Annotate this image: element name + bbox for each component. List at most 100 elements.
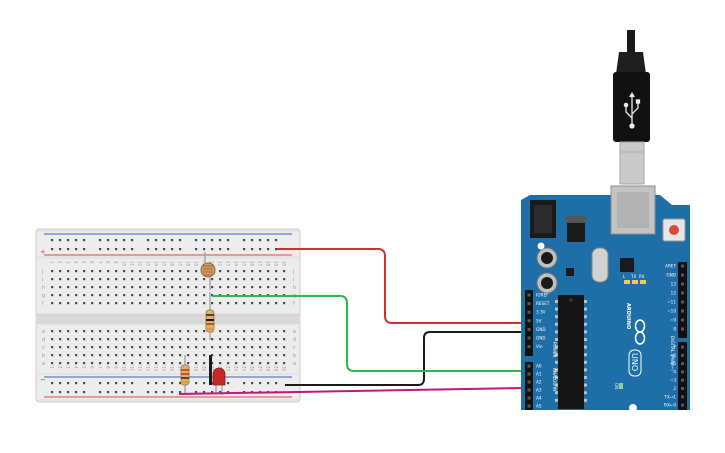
terminal-hole[interactable] <box>259 354 262 357</box>
terminal-hole[interactable] <box>187 354 190 357</box>
rail-hole[interactable] <box>179 391 182 394</box>
rail-hole[interactable] <box>195 382 198 385</box>
terminal-hole[interactable] <box>251 330 254 333</box>
terminal-hole[interactable] <box>147 302 150 305</box>
header-pin[interactable] <box>681 362 684 366</box>
terminal-hole[interactable] <box>283 346 286 349</box>
terminal-hole[interactable] <box>115 330 118 333</box>
terminal-hole[interactable] <box>139 286 142 289</box>
terminal-hole[interactable] <box>139 278 142 281</box>
terminal-hole[interactable] <box>219 286 222 289</box>
terminal-hole[interactable] <box>59 286 62 289</box>
header-pin[interactable] <box>681 345 684 349</box>
rail-hole[interactable] <box>59 391 62 394</box>
terminal-hole[interactable] <box>227 330 230 333</box>
terminal-hole[interactable] <box>123 346 126 349</box>
rail-hole[interactable] <box>123 382 126 385</box>
terminal-hole[interactable] <box>203 286 206 289</box>
terminal-hole[interactable] <box>251 278 254 281</box>
terminal-hole[interactable] <box>123 362 126 365</box>
rail-hole[interactable] <box>131 382 134 385</box>
terminal-hole[interactable] <box>251 346 254 349</box>
terminal-hole[interactable] <box>235 286 238 289</box>
terminal-hole[interactable] <box>123 354 126 357</box>
terminal-hole[interactable] <box>115 346 118 349</box>
rail-hole[interactable] <box>75 382 78 385</box>
header-pin[interactable] <box>681 353 684 357</box>
terminal-hole[interactable] <box>227 302 230 305</box>
terminal-hole[interactable] <box>179 354 182 357</box>
terminal-hole[interactable] <box>251 362 254 365</box>
terminal-hole[interactable] <box>267 354 270 357</box>
terminal-hole[interactable] <box>91 362 94 365</box>
rail-hole[interactable] <box>99 248 102 251</box>
terminal-hole[interactable] <box>115 338 118 341</box>
terminal-hole[interactable] <box>67 270 70 273</box>
led-body[interactable] <box>212 367 226 386</box>
terminal-hole[interactable] <box>283 302 286 305</box>
terminal-hole[interactable] <box>275 346 278 349</box>
terminal-hole[interactable] <box>131 302 134 305</box>
terminal-hole[interactable] <box>91 338 94 341</box>
terminal-hole[interactable] <box>83 338 86 341</box>
terminal-hole[interactable] <box>219 302 222 305</box>
rail-hole[interactable] <box>163 382 166 385</box>
header-pin[interactable] <box>681 327 684 331</box>
terminal-hole[interactable] <box>155 270 158 273</box>
terminal-hole[interactable] <box>51 278 54 281</box>
rail-hole[interactable] <box>195 239 198 242</box>
terminal-hole[interactable] <box>163 302 166 305</box>
terminal-hole[interactable] <box>235 270 238 273</box>
terminal-hole[interactable] <box>51 346 54 349</box>
rail-hole[interactable] <box>227 239 230 242</box>
terminal-hole[interactable] <box>163 278 166 281</box>
terminal-hole[interactable] <box>195 302 198 305</box>
rail-hole[interactable] <box>51 239 54 242</box>
jumper-black-short[interactable] <box>209 355 212 385</box>
terminal-hole[interactable] <box>195 330 198 333</box>
header-pin[interactable] <box>681 309 684 313</box>
terminal-hole[interactable] <box>75 286 78 289</box>
terminal-hole[interactable] <box>75 278 78 281</box>
terminal-hole[interactable] <box>179 294 182 297</box>
rail-hole[interactable] <box>123 239 126 242</box>
terminal-hole[interactable] <box>179 270 182 273</box>
terminal-hole[interactable] <box>283 354 286 357</box>
terminal-hole[interactable] <box>195 338 198 341</box>
rail-hole[interactable] <box>75 248 78 251</box>
terminal-hole[interactable] <box>187 362 190 365</box>
terminal-hole[interactable] <box>107 362 110 365</box>
terminal-hole[interactable] <box>179 302 182 305</box>
terminal-hole[interactable] <box>91 330 94 333</box>
terminal-hole[interactable] <box>99 330 102 333</box>
terminal-hole[interactable] <box>235 278 238 281</box>
terminal-hole[interactable] <box>259 286 262 289</box>
rail-hole[interactable] <box>59 382 62 385</box>
terminal-hole[interactable] <box>75 362 78 365</box>
terminal-hole[interactable] <box>155 354 158 357</box>
terminal-hole[interactable] <box>251 302 254 305</box>
terminal-hole[interactable] <box>75 346 78 349</box>
terminal-hole[interactable] <box>163 270 166 273</box>
rail-hole[interactable] <box>115 391 118 394</box>
terminal-hole[interactable] <box>123 286 126 289</box>
terminal-hole[interactable] <box>107 346 110 349</box>
header-pin[interactable] <box>527 388 531 392</box>
terminal-hole[interactable] <box>251 354 254 357</box>
terminal-hole[interactable] <box>67 278 70 281</box>
terminal-hole[interactable] <box>51 302 54 305</box>
rail-hole[interactable] <box>163 248 166 251</box>
rail-hole[interactable] <box>155 248 158 251</box>
terminal-hole[interactable] <box>99 278 102 281</box>
terminal-hole[interactable] <box>195 286 198 289</box>
terminal-hole[interactable] <box>243 286 246 289</box>
terminal-hole[interactable] <box>243 278 246 281</box>
terminal-hole[interactable] <box>99 294 102 297</box>
terminal-hole[interactable] <box>51 270 54 273</box>
rail-hole[interactable] <box>115 382 118 385</box>
terminal-hole[interactable] <box>219 346 222 349</box>
terminal-hole[interactable] <box>219 270 222 273</box>
terminal-hole[interactable] <box>259 278 262 281</box>
rail-hole[interactable] <box>51 391 54 394</box>
terminal-hole[interactable] <box>203 338 206 341</box>
